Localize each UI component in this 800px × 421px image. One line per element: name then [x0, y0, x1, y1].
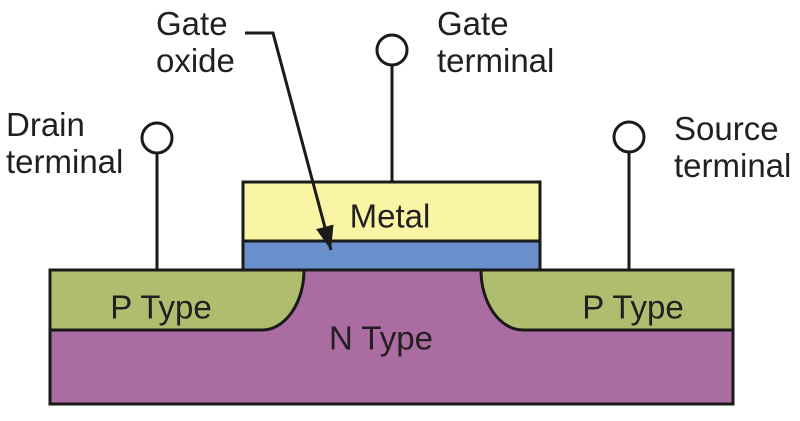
drain-terminal-label-line2: terminal: [6, 143, 124, 180]
gate-oxide-layer: [241, 239, 542, 272]
gate-terminal-label-line2: terminal: [437, 42, 555, 79]
p-type-right-region-label: P Type: [582, 288, 684, 326]
drain-terminal-icon: [140, 121, 174, 155]
drain-terminal-label: Drain terminal: [6, 106, 123, 180]
gate-terminal-label: Gate terminal: [437, 5, 554, 79]
gate-terminal-label-line1: Gate: [437, 5, 509, 42]
metal-gate-region: [241, 180, 542, 243]
source-terminal-label-line1: Source: [674, 110, 779, 147]
n-type-region-label: N Type: [329, 319, 433, 357]
gate-oxide-pointer-line: [245, 31, 334, 251]
source-terminal-icon: [612, 120, 646, 154]
gate-terminal-icon: [375, 33, 409, 67]
gate-oxide-label: Gate oxide: [156, 5, 235, 79]
source-terminal-label: Source terminal: [674, 110, 791, 184]
drain-terminal-label-line1: Drain: [6, 106, 85, 143]
p-type-source-region: [479, 268, 735, 332]
p-type-left-region-label: P Type: [110, 288, 212, 326]
gate-oxide-label-line1: Gate: [156, 5, 228, 42]
p-type-drain-region: [48, 268, 306, 332]
metal-region-label: Metal: [349, 197, 431, 235]
gate-oxide-label-line2: oxide: [156, 42, 235, 79]
source-terminal-label-line2: terminal: [674, 147, 792, 184]
